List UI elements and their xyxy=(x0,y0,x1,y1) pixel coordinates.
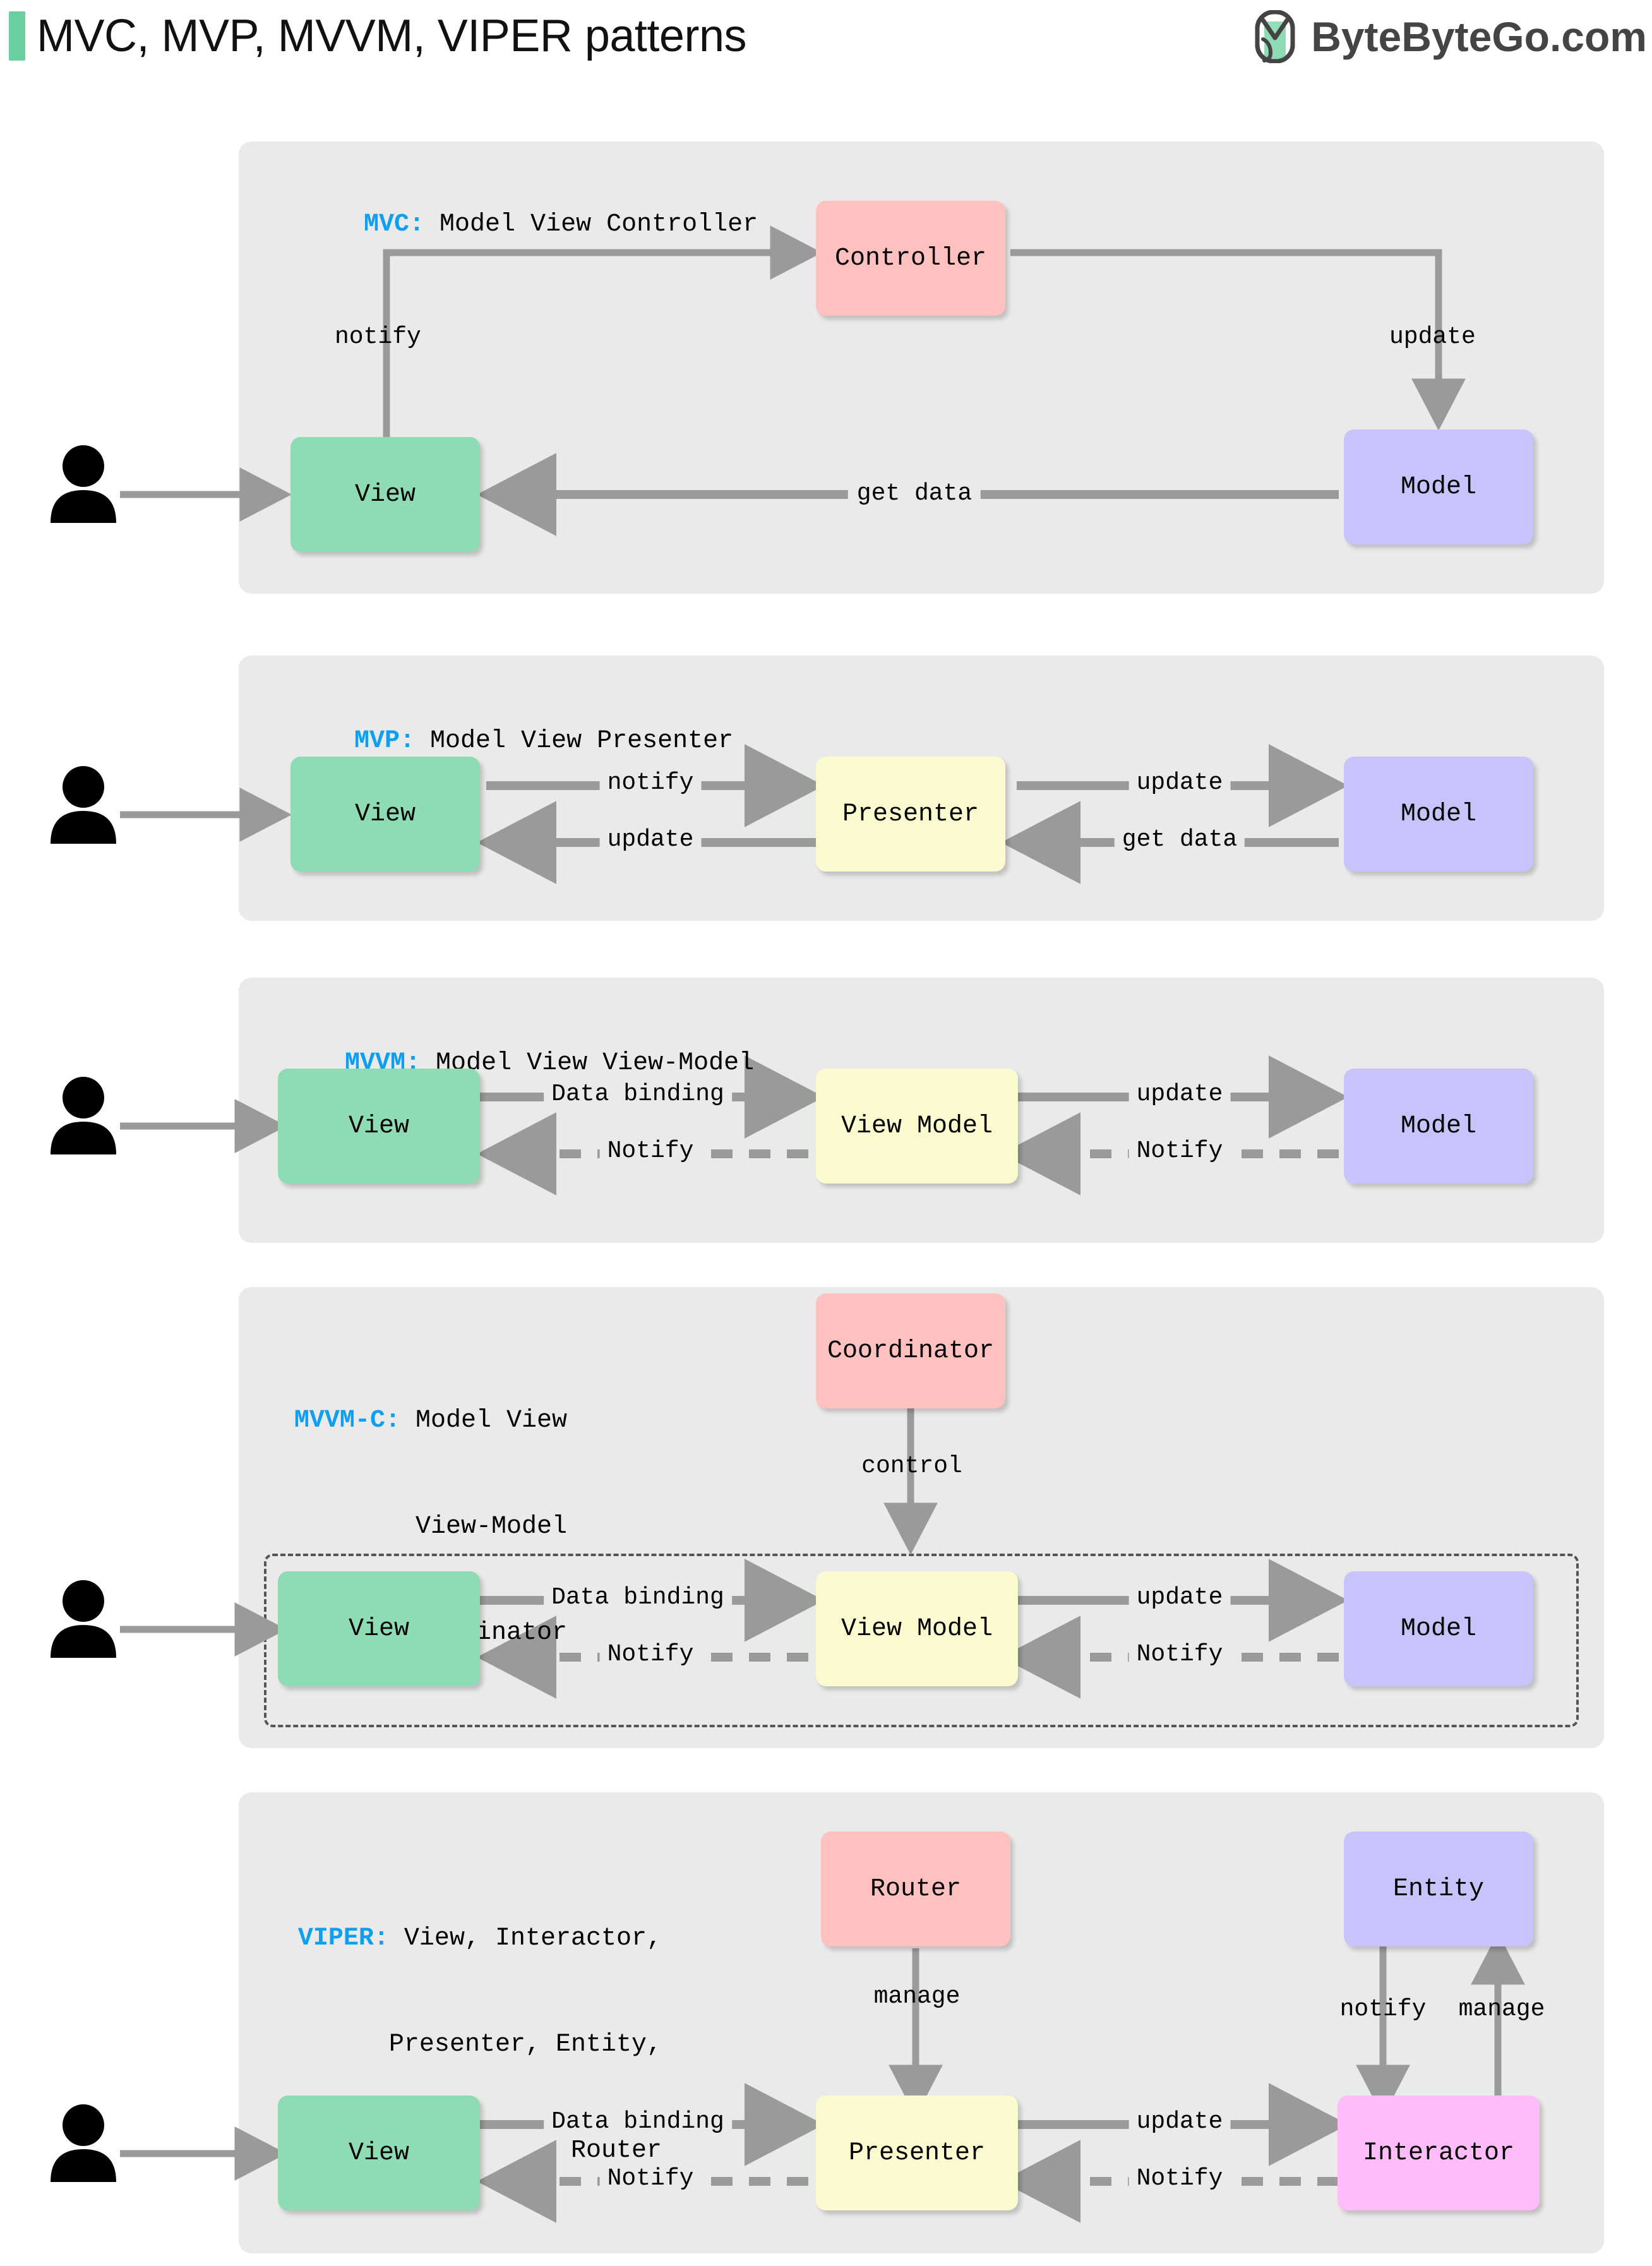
section-code-mvvmc: MVVM-C: xyxy=(294,1406,400,1435)
section-title-mvc: MVC: Model View Controller xyxy=(303,172,758,278)
section-title-mvvmc: MVVM-C: Model View View-Model Coordinato… xyxy=(283,1333,567,1722)
node-mvp-view[interactable]: View xyxy=(290,757,480,872)
page-title: MVC, MVP, MVVM, VIPER patterns xyxy=(37,11,747,61)
node-mvvmc-viewmodel[interactable]: View Model xyxy=(816,1571,1018,1686)
section-desc-mvvmc-2: View-Model xyxy=(415,1513,567,1541)
edge-label-viper-notify-left: Notify xyxy=(599,2165,702,2192)
edge-label-mvp-update-left: update xyxy=(599,826,702,853)
node-mvvmc-view[interactable]: View xyxy=(278,1571,480,1686)
section-code-mvp: MVP: xyxy=(354,727,416,755)
section-desc-viper-1: View, Interactor, xyxy=(388,1924,662,1953)
node-viper-view[interactable]: View xyxy=(278,2095,480,2210)
edge-label-mvc-notify: notify xyxy=(335,323,421,351)
node-mvvm-model[interactable]: Model xyxy=(1344,1069,1533,1184)
edge-label-mvvmc-notify-left: Notify xyxy=(599,1641,702,1668)
node-mvvm-viewmodel[interactable]: View Model xyxy=(816,1069,1018,1184)
node-mvc-view[interactable]: View xyxy=(290,437,480,552)
section-title-viper: VIPER: View, Interactor, Presenter, Enti… xyxy=(283,1850,662,2239)
node-mvc-controller[interactable]: Controller xyxy=(816,201,1005,316)
node-mvp-presenter[interactable]: Presenter xyxy=(816,757,1005,872)
edge-label-mvp-getdata: get data xyxy=(1114,826,1245,853)
section-title-mvvmc-line1: MVVM-C: Model View xyxy=(283,1403,567,1439)
section-code-mvc: MVC: xyxy=(364,210,425,239)
edge-label-viper-update: update xyxy=(1128,2108,1231,2135)
edge-label-mvvmc-databinding: Data binding xyxy=(544,1584,732,1611)
edge-label-mvvm-update: update xyxy=(1128,1081,1231,1108)
edge-label-mvvm-notify-right: Notify xyxy=(1128,1137,1231,1165)
page-header: MVC, MVP, MVVM, VIPER patterns ByteByteG… xyxy=(0,0,1652,76)
edge-label-mvc-getdata: get data xyxy=(847,480,981,507)
section-desc-viper-2: Presenter, Entity, xyxy=(388,2030,662,2059)
edge-label-mvvm-databinding: Data binding xyxy=(544,1081,732,1108)
section-title-viper-line1: VIPER: View, Interactor, xyxy=(283,1921,662,1957)
brand-name: ByteByteGo.com xyxy=(1311,13,1647,60)
node-mvc-model[interactable]: Model xyxy=(1344,429,1533,544)
edge-label-mvc-update: update xyxy=(1389,323,1476,351)
section-title-mvp: MVP: Model View Presenter xyxy=(294,688,733,794)
user-actor-mvvm xyxy=(45,1074,121,1154)
node-viper-interactor[interactable]: Interactor xyxy=(1338,2095,1540,2210)
node-viper-entity[interactable]: Entity xyxy=(1344,1831,1533,1946)
edge-label-viper-manage-router: manage xyxy=(873,1983,961,2010)
edge-label-mvp-notify: notify xyxy=(599,769,702,796)
edge-label-viper-manage-entity: manage xyxy=(1458,1996,1545,2023)
edge-label-mvvmc-control: control xyxy=(861,1453,962,1480)
edge-label-mvvm-notify-left: Notify xyxy=(599,1137,702,1165)
edge-label-viper-notify-entity: notify xyxy=(1339,1996,1427,2023)
node-viper-router[interactable]: Router xyxy=(821,1831,1010,1946)
bytebytego-logo-icon xyxy=(1255,10,1295,63)
section-desc-viper-3: Router xyxy=(570,2137,662,2165)
brand: ByteByteGo.com xyxy=(1254,10,1647,63)
section-desc-mvc: Model View Controller xyxy=(424,210,758,239)
user-actor-mvp xyxy=(45,763,121,844)
node-viper-presenter[interactable]: Presenter xyxy=(816,2095,1018,2210)
edge-label-viper-databinding: Data binding xyxy=(544,2108,732,2135)
section-desc-mvp: Model View Presenter xyxy=(415,727,734,755)
edge-label-mvvmc-update: update xyxy=(1128,1584,1231,1611)
node-mvvmc-coordinator[interactable]: Coordinator xyxy=(816,1293,1005,1408)
title-accent-bar xyxy=(9,11,25,61)
node-mvvmc-model[interactable]: Model xyxy=(1344,1571,1533,1686)
edge-label-viper-notify-right: Notify xyxy=(1128,2165,1231,2192)
node-mvvm-view[interactable]: View xyxy=(278,1069,480,1184)
user-actor-viper xyxy=(45,2101,121,2182)
node-mvp-model[interactable]: Model xyxy=(1344,757,1533,872)
user-actor-mvvmc xyxy=(45,1577,121,1658)
edge-label-mvp-update-right: update xyxy=(1128,769,1231,796)
edge-label-mvvmc-notify-right: Notify xyxy=(1128,1641,1231,1668)
section-desc-mvvmc-1: Model View xyxy=(400,1406,567,1435)
user-actor-mvc xyxy=(45,442,121,523)
section-code-viper: VIPER: xyxy=(297,1924,389,1953)
